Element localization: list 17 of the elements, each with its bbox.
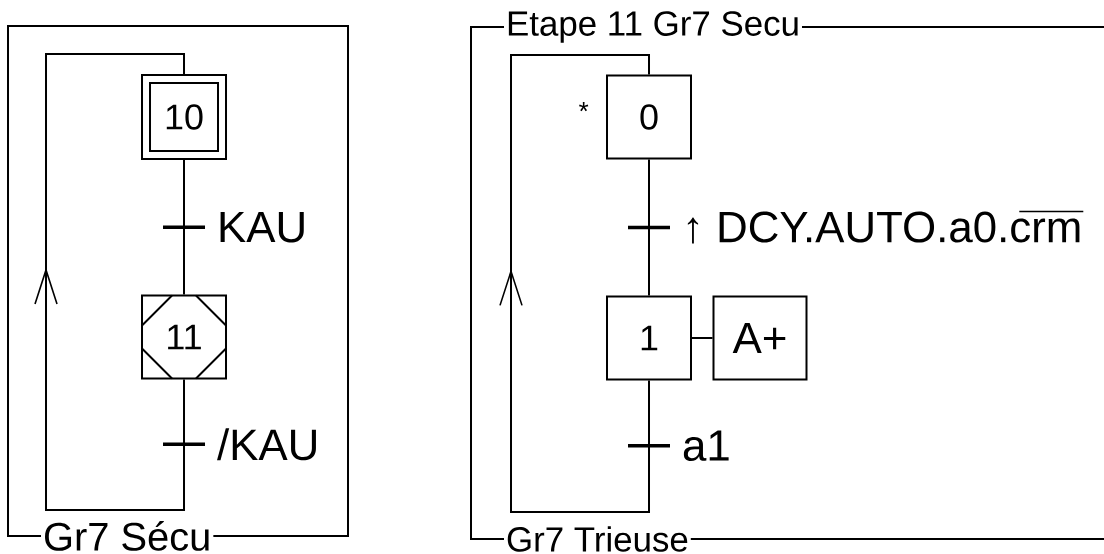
connector [648,158,650,297]
initial-step-box: 10 [141,74,227,160]
connector [34,53,185,511]
connector [499,54,650,513]
node-label: Etape 11 Gr7 Secu [508,11,798,43]
step-box: 11 [141,294,227,380]
edge-label: KAU [215,209,310,245]
edge-label: a1 [680,428,733,464]
step-box: 1 [606,295,692,381]
action-box: A+ [712,295,808,381]
connector [183,159,185,296]
node-label: Gr7 Trieuse [507,526,688,552]
step-marker: * [579,102,589,112]
edge-label: ↑ DCY.AUTO.a0.crm [680,209,1085,246]
step-box: 0 [606,74,692,160]
connector [691,337,714,339]
edge-label: /KAU [215,426,322,463]
